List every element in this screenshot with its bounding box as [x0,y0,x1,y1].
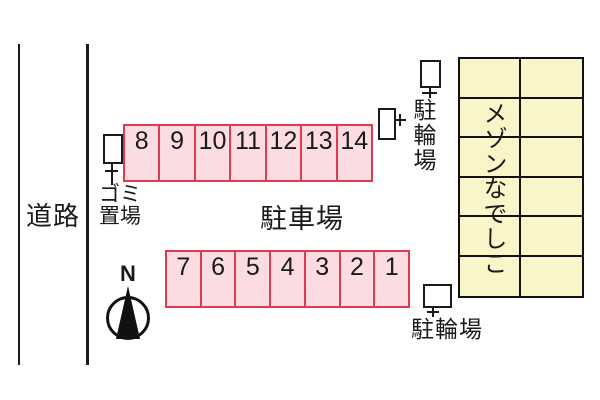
building-cell [460,98,521,138]
building-grid [458,57,584,298]
parking-row-bottom: 7 6 5 4 3 2 1 [165,250,410,308]
parking-stall-7: 7 [167,252,202,306]
bicycle-box-bottom [423,284,452,308]
parking-stall-6: 6 [202,252,237,306]
building-cell [460,59,521,99]
building-cell [521,99,582,138]
parking-stall-5: 5 [236,252,272,306]
garbage-area-box [103,134,123,164]
bicycle-parking-label-top: 駐輪場 [410,98,436,173]
garbage-label: ゴミ 置場 [96,184,144,228]
building-cell [521,178,582,217]
garbage-label-line1: ゴミ [99,183,141,206]
bicycle-top-2-leader-tick [399,114,401,126]
road-right-line [86,44,89,365]
building-name: メゾンなでしこ [479,101,506,276]
building-cell [521,257,582,297]
parking-stall-13: 13 [302,126,338,180]
parking-stall-4: 4 [271,252,306,306]
bicycle-bottom-leader-tick [427,311,439,313]
building-cell [460,177,521,217]
parking-stall-11: 11 [231,126,267,180]
compass-north-label: N [120,261,136,286]
compass-north-icon [106,286,150,340]
building-cell [460,256,521,296]
garbage-label-line2: 置場 [99,205,141,228]
garbage-leader-line [111,163,113,185]
bicycle-box-top-1 [420,60,441,88]
bicycle-parking-label-bottom: 駐輪場 [411,316,483,342]
building-cell [460,217,521,257]
bicycle-top-1-leader-tick [422,92,437,94]
building-cell [521,59,582,99]
bicycle-box-top-2 [378,108,396,140]
building-cell [460,138,521,178]
building-cell [521,217,582,257]
parking-row-top: 8 9 10 11 12 13 14 [123,124,373,182]
parking-stall-8: 8 [125,126,161,180]
parking-stall-12: 12 [267,126,303,180]
garbage-leader-tick [105,170,118,172]
parking-area-label: 駐車場 [260,204,344,234]
parking-stall-3: 3 [306,252,341,306]
parking-stall-10: 10 [196,126,232,180]
parking-stall-14: 14 [340,127,369,155]
parking-stall-9: 9 [160,126,196,180]
parking-stall-1: 1 [384,253,399,281]
parking-stall-2: 2 [341,252,376,306]
road-label: 道路 [25,201,80,231]
road-left-line [18,44,20,365]
building-cell [521,138,582,178]
